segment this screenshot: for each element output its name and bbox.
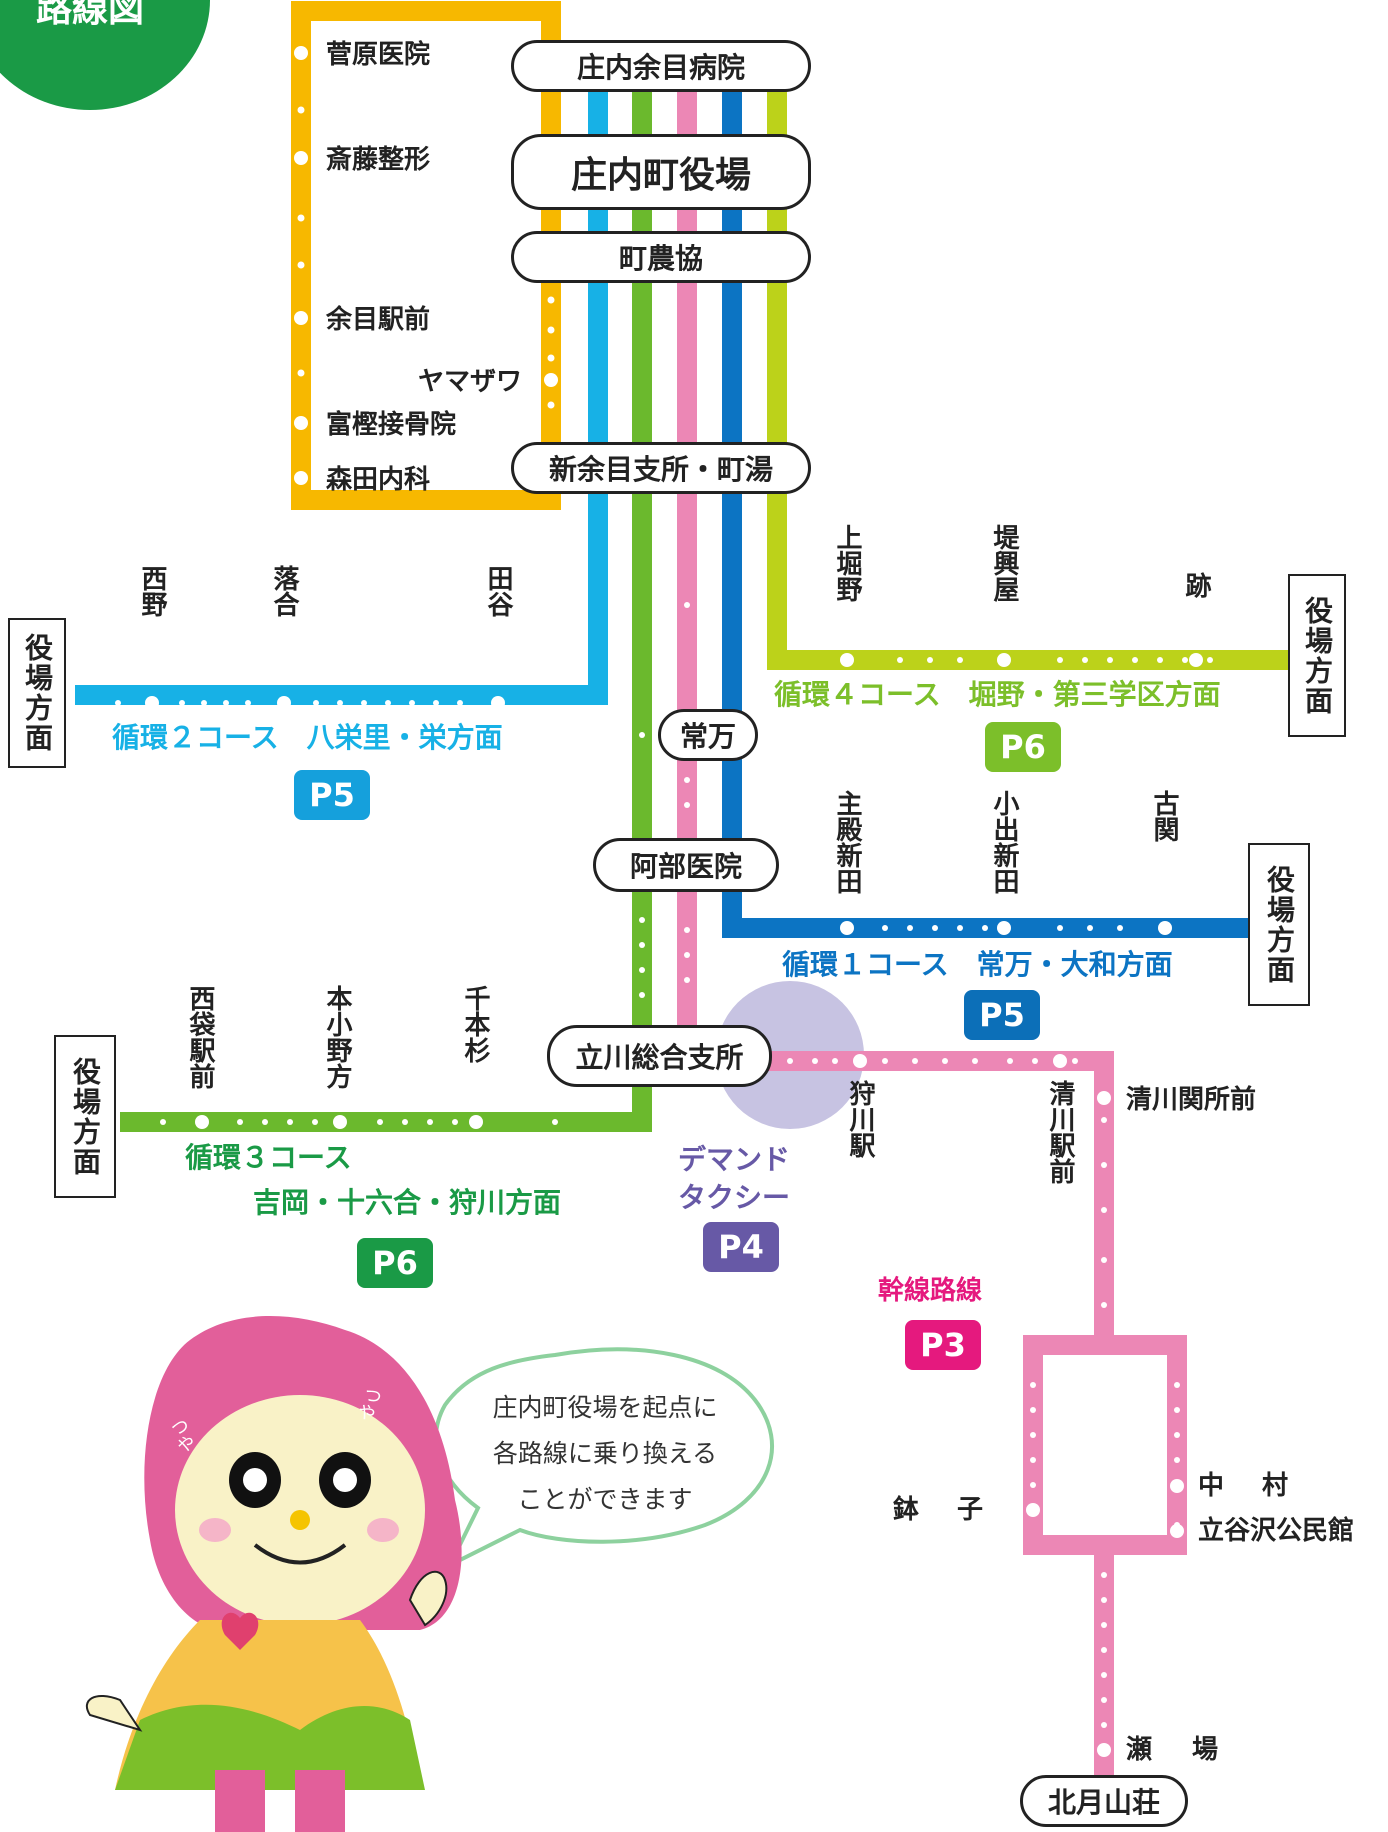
stop-label: ヤマザワ bbox=[418, 367, 523, 397]
hub-tachikawa[interactable]: 立川総合支所 bbox=[547, 1025, 772, 1087]
course4-page-badge[interactable]: P6 bbox=[985, 722, 1061, 772]
yellow-loop-dots bbox=[297, 106, 555, 409]
course1-stop-label: 主殿新田 bbox=[832, 790, 862, 894]
route-dots bbox=[115, 602, 1213, 1728]
hub-kitagassan[interactable]: 北月山荘 bbox=[1020, 1775, 1188, 1827]
course3-stop-label: 西袋駅前 bbox=[185, 985, 215, 1089]
demand-name-line1: デマンド bbox=[678, 1143, 791, 1176]
course1-route bbox=[722, 90, 1255, 938]
trunk-stop-label: 清川駅前 bbox=[1045, 1080, 1075, 1184]
course3-route bbox=[120, 90, 652, 1132]
demand-page-badge[interactable]: P4 bbox=[703, 1222, 779, 1272]
course4-name: 循環４コース 堀野・第三学区方面 bbox=[774, 678, 1221, 711]
course2-stop-label: 落合 bbox=[269, 565, 299, 617]
stop-label: 富樫接骨院 bbox=[326, 410, 457, 440]
stop-label: 森田内科 bbox=[326, 465, 431, 495]
hub-abe-clinic[interactable]: 阿部医院 bbox=[593, 838, 779, 892]
course3-direction-box: 役場方面 bbox=[54, 1035, 116, 1198]
course3-name-line2: 吉岡・十六合・狩川方面 bbox=[253, 1186, 562, 1219]
hub-shin-amarume[interactable]: 新余目支所・町湯 bbox=[511, 442, 811, 494]
trunk-loop bbox=[1023, 1335, 1187, 1555]
hub-town-ja[interactable]: 町農協 bbox=[511, 231, 811, 283]
course1-page-badge[interactable]: P5 bbox=[964, 990, 1040, 1040]
hub-tokoman[interactable]: 常万 bbox=[658, 709, 758, 761]
course1-direction-box: 役場方面 bbox=[1248, 843, 1310, 1006]
mascot-illustration bbox=[85, 1316, 462, 1832]
course3-name-line1: 循環３コース bbox=[185, 1141, 352, 1174]
stop-label: 斎藤整形 bbox=[326, 145, 431, 175]
speech-line: 各路線に乗り換える bbox=[492, 1439, 718, 1468]
speech-bubble bbox=[434, 1347, 774, 1570]
trunk-stop-label: 清川関所前 bbox=[1126, 1085, 1257, 1115]
demand-name-line2: タクシー bbox=[678, 1181, 791, 1214]
trunk-name: 幹線路線 bbox=[878, 1276, 983, 1306]
hub-town-office[interactable]: 庄内町役場 bbox=[511, 134, 811, 210]
stop-markers bbox=[145, 653, 1203, 1757]
course2-stop-label: 田谷 bbox=[483, 565, 513, 617]
course4-stop-label: 堤興屋 bbox=[989, 524, 1019, 602]
course2-direction-box: 役場方面 bbox=[8, 618, 66, 768]
yellow-loop-stop-markers bbox=[294, 46, 558, 485]
stop-label: 余目駅前 bbox=[326, 305, 431, 335]
stop-label: 菅原医院 bbox=[326, 40, 431, 70]
course3-stop-label: 本小野方 bbox=[322, 985, 352, 1089]
course2-stop-label: 西野 bbox=[137, 565, 167, 617]
course3-stop-label: 千本杉 bbox=[460, 985, 490, 1063]
speech-line: 庄内町役場を起点に bbox=[492, 1393, 718, 1422]
course3-page-badge[interactable]: P6 bbox=[357, 1238, 433, 1288]
trunk-stop-label: 狩川駅 bbox=[845, 1080, 875, 1158]
trunk-stop-label: 中村 bbox=[1198, 1471, 1327, 1501]
trunk-stop-label: 立谷沢公民館 bbox=[1198, 1516, 1355, 1546]
speech-bubble-text: 庄内町役場を起点に 各路線に乗り換える ことができます bbox=[460, 1385, 750, 1523]
trunk-route bbox=[677, 90, 1114, 1345]
course2-page-badge[interactable]: P5 bbox=[294, 770, 370, 820]
course4-direction-box: 役場方面 bbox=[1288, 574, 1346, 737]
speech-line: ことができます bbox=[517, 1485, 693, 1514]
course1-stop-label: 小出新田 bbox=[989, 790, 1019, 894]
course4-stop-label: 上堀野 bbox=[832, 524, 862, 602]
course1-stop-label: 古関 bbox=[1149, 790, 1179, 842]
hub-shonai-amarume-hospital[interactable]: 庄内余目病院 bbox=[511, 40, 811, 92]
course2-name: 循環２コース 八栄里・栄方面 bbox=[112, 721, 503, 754]
course4-stop-label: 跡 bbox=[1181, 572, 1211, 598]
trunk-stop-label: 瀬場 bbox=[1126, 1735, 1259, 1765]
trunk-page-badge[interactable]: P3 bbox=[905, 1320, 981, 1370]
trunk-stop-label: 鉢子 bbox=[893, 1495, 1022, 1525]
course2-route bbox=[75, 90, 608, 705]
course1-name: 循環１コース 常万・大和方面 bbox=[782, 948, 1173, 981]
